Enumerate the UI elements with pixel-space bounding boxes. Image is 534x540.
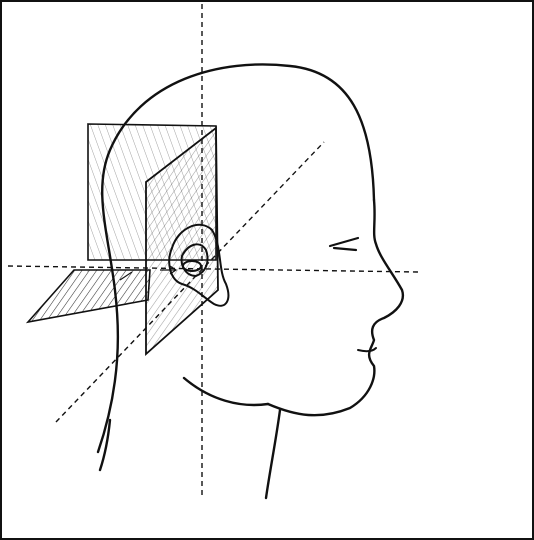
face-profile (268, 200, 403, 415)
neck-front (266, 410, 280, 498)
jaw-line (184, 378, 268, 405)
horizontal-plane (28, 270, 150, 322)
eye (330, 238, 358, 250)
mouth (358, 348, 376, 351)
